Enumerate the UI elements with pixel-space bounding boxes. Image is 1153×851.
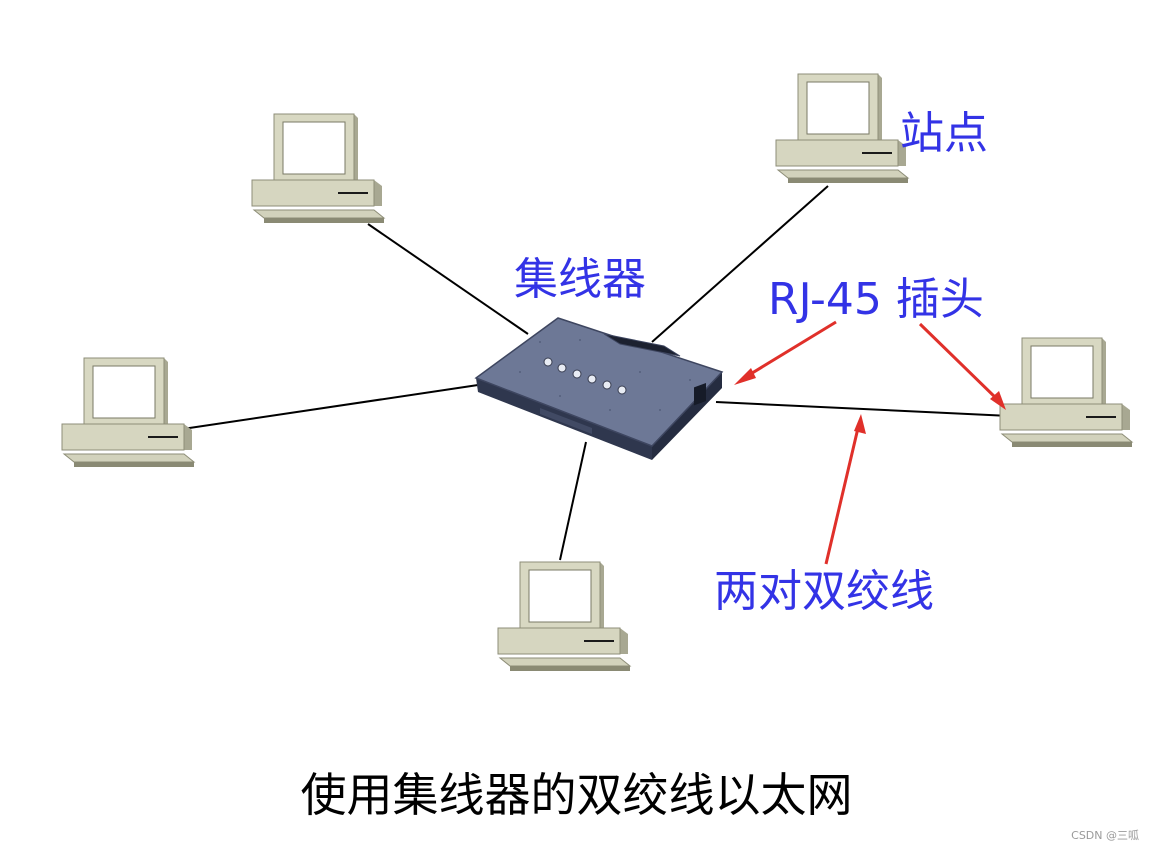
arrow-cable-head bbox=[854, 414, 866, 434]
cable-group bbox=[175, 185, 1011, 561]
cable-right bbox=[715, 401, 1011, 417]
rj45-label: RJ-45 插头 bbox=[768, 274, 984, 325]
twisted-pair-label: 两对双绞线 bbox=[714, 566, 934, 617]
annotation-arrows bbox=[734, 320, 1006, 565]
arrow-rj45-to-hub bbox=[743, 320, 837, 380]
diagram-caption: 使用集线器的双绞线以太网 bbox=[300, 768, 853, 822]
arrow-rj45-to-station-head bbox=[990, 391, 1006, 410]
hub-led-row bbox=[543, 357, 627, 395]
station-top-left-icon bbox=[251, 113, 385, 224]
station-label: 站点 bbox=[900, 108, 988, 159]
cable-top-right bbox=[651, 185, 829, 343]
hub-label: 集线器 bbox=[514, 254, 646, 305]
arrow-rj45-to-hub-head bbox=[734, 368, 756, 385]
station-top-right-icon bbox=[775, 73, 909, 184]
arrow-rj45-to-station bbox=[918, 322, 1000, 402]
station-left-icon bbox=[61, 357, 195, 468]
station-bottom-icon bbox=[497, 561, 631, 672]
watermark: CSDN @三呱 bbox=[1071, 829, 1139, 842]
cable-left bbox=[175, 384, 479, 431]
arrow-cable bbox=[824, 427, 860, 565]
cable-top-left bbox=[367, 223, 529, 335]
hub-icon bbox=[474, 317, 724, 460]
station-right-icon bbox=[999, 337, 1133, 448]
cable-bottom bbox=[559, 441, 587, 561]
